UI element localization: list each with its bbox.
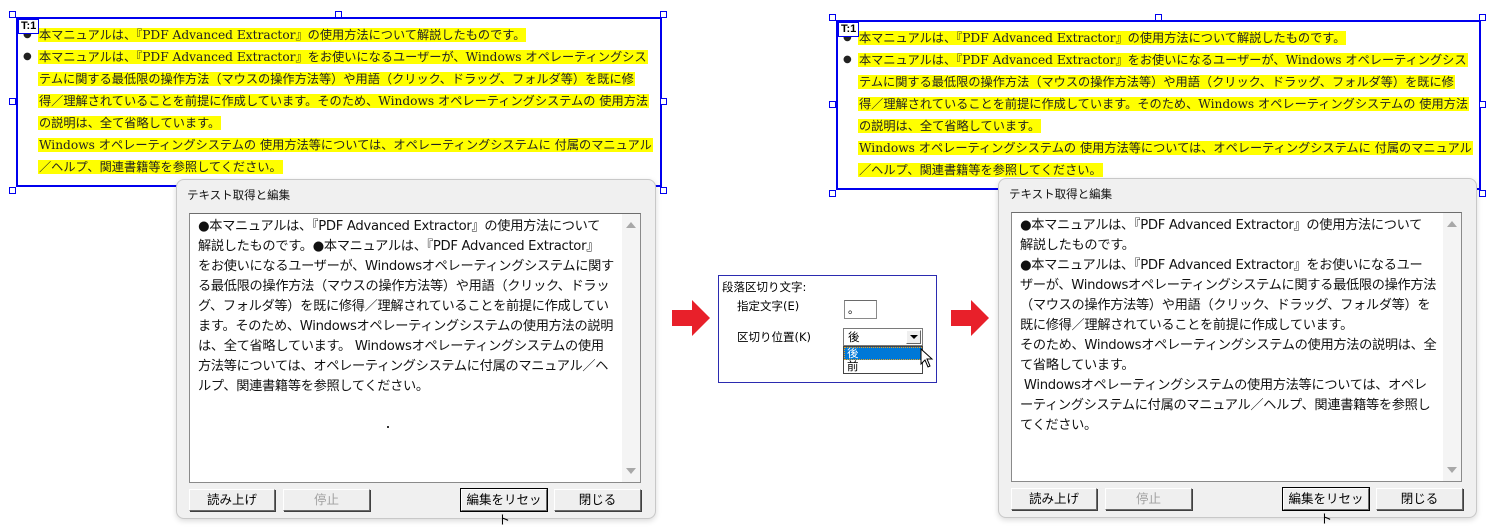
- resize-handle-se[interactable]: [1479, 190, 1486, 197]
- split-position-dropdown-list: 後 前: [843, 346, 923, 374]
- reset-edit-button[interactable]: 編集をリセット: [460, 488, 548, 527]
- read-aloud-button[interactable]: 読み上げ: [189, 489, 275, 511]
- bullet-icon: ●: [23, 29, 32, 40]
- resize-handle-nw[interactable]: [9, 11, 16, 18]
- resize-handle-ne[interactable]: [1479, 14, 1486, 21]
- resize-handle-nw[interactable]: [829, 14, 836, 21]
- pdf-text-lines: ●本マニュアルは、『PDF Advanced Extractor』の使用方法につ…: [23, 24, 654, 178]
- block-label: T:1: [18, 19, 40, 34]
- resize-handle-sw[interactable]: [829, 190, 836, 197]
- extracted-text-area[interactable]: ●本マニュアルは、『PDF Advanced Extractor』の使用方法につ…: [1011, 212, 1462, 482]
- mouse-cursor-icon: [920, 348, 934, 368]
- arrow-right-icon: [951, 300, 989, 336]
- pdf-text-block-before[interactable]: T:1 ●本マニュアルは、『PDF Advanced Extractor』の使用…: [16, 17, 662, 187]
- stop-button[interactable]: 停止: [1105, 488, 1192, 510]
- pdf-line: テムに関する最低限の操作方法（マウスの操作方法等）や用語（クリック、ドラッグ、フ…: [858, 75, 1455, 89]
- vertical-scrollbar[interactable]: [622, 214, 640, 482]
- resize-handle-n[interactable]: [1155, 14, 1162, 21]
- option-after[interactable]: 後: [844, 347, 922, 360]
- option-before[interactable]: 前: [847, 359, 859, 373]
- bullet-icon: ●: [23, 51, 32, 62]
- resize-handle-sw[interactable]: [9, 187, 16, 194]
- pdf-line: テムに関する最低限の操作方法（マウスの操作方法等）や用語（クリック、ドラッグ、フ…: [38, 72, 635, 86]
- resize-handle-n[interactable]: [335, 11, 342, 18]
- pdf-text-lines: ●本マニュアルは、『PDF Advanced Extractor』の使用方法につ…: [843, 27, 1473, 181]
- extracted-text: ●本マニュアルは、『PDF Advanced Extractor』の使用方法につ…: [198, 219, 614, 394]
- close-button[interactable]: 閉じる: [554, 489, 641, 511]
- arrow-right-icon: [672, 300, 710, 336]
- pdf-line: ／ヘルプ、関連書籍等を参照してください。: [858, 163, 1103, 177]
- block-label: T:1: [838, 22, 860, 37]
- pdf-line: ／ヘルプ、関連書籍等を参照してください。: [38, 160, 283, 174]
- delimiter-char-label: 指定文字(E): [737, 299, 800, 313]
- pdf-line: Windows オペレーティングシステムの 使用方法等については、オペレーティン…: [858, 141, 1473, 155]
- chevron-down-icon[interactable]: [906, 330, 921, 344]
- scroll-down-icon[interactable]: [1447, 467, 1457, 473]
- dialog-title: テキスト取得と編集: [1009, 187, 1113, 201]
- pdf-line: ●本マニュアルは、『PDF Advanced Extractor』の使用方法につ…: [843, 27, 1473, 49]
- read-aloud-button[interactable]: 読み上げ: [1011, 488, 1097, 510]
- extracted-text: ●本マニュアルは、『PDF Advanced Extractor』の使用方法につ…: [1020, 218, 1437, 433]
- close-button[interactable]: 閉じる: [1376, 488, 1463, 510]
- pdf-line: の説明は、全て省略しています。: [38, 116, 222, 130]
- scroll-up-icon[interactable]: [1447, 221, 1457, 227]
- dialog-title: テキスト取得と編集: [187, 188, 291, 202]
- resize-handle-ne[interactable]: [660, 11, 667, 18]
- stop-button[interactable]: 停止: [283, 489, 370, 511]
- split-position-select[interactable]: 後: [843, 328, 923, 346]
- resize-handle-e[interactable]: [1479, 101, 1486, 108]
- resize-handle-e[interactable]: [660, 98, 667, 105]
- split-position-label: 区切り位置(K): [737, 330, 812, 344]
- resize-handle-se[interactable]: [660, 187, 667, 194]
- panel-title: 段落区切り文字:: [722, 280, 807, 294]
- pdf-line: ●本マニュアルは、『PDF Advanced Extractor』をお使いになる…: [23, 46, 654, 68]
- pdf-line: の説明は、全て省略しています。: [858, 119, 1042, 133]
- paragraph-delimiter-panel: 段落区切り文字: 指定文字(E) 。 区切り位置(K) 後 後 前: [718, 275, 937, 383]
- scroll-down-icon[interactable]: [626, 468, 636, 474]
- pdf-line: ●本マニュアルは、『PDF Advanced Extractor』をお使いになる…: [843, 49, 1473, 71]
- pdf-line: 得／理解されていることを前提に作成しています。そのため、Windows オペレー…: [38, 94, 650, 108]
- extracted-text-area[interactable]: ●本マニュアルは、『PDF Advanced Extractor』の使用方法につ…: [189, 213, 641, 483]
- reset-edit-button[interactable]: 編集をリセット: [1282, 487, 1370, 526]
- resize-handle-w[interactable]: [829, 101, 836, 108]
- pdf-text-block-after[interactable]: T:1 ●本マニュアルは、『PDF Advanced Extractor』の使用…: [836, 20, 1481, 190]
- scroll-up-icon[interactable]: [626, 222, 636, 228]
- text-extract-dialog-before: テキスト取得と編集 ●本マニュアルは、『PDF Advanced Extract…: [176, 179, 656, 527]
- bullet-icon: ●: [843, 54, 852, 65]
- pdf-line: Windows オペレーティングシステムの 使用方法等については、オペレーティン…: [38, 138, 653, 152]
- text-extract-dialog-after: テキスト取得と編集 ●本マニュアルは、『PDF Advanced Extract…: [998, 178, 1477, 526]
- bullet-icon: ●: [843, 32, 852, 43]
- resize-handle-w[interactable]: [9, 98, 16, 105]
- delimiter-char-input[interactable]: 。: [844, 300, 877, 319]
- vertical-scrollbar[interactable]: [1443, 213, 1461, 481]
- text-caret: [387, 426, 389, 428]
- pdf-line: ●本マニュアルは、『PDF Advanced Extractor』の使用方法につ…: [23, 24, 654, 46]
- pdf-line: 得／理解されていることを前提に作成しています。そのため、Windows オペレー…: [858, 97, 1470, 111]
